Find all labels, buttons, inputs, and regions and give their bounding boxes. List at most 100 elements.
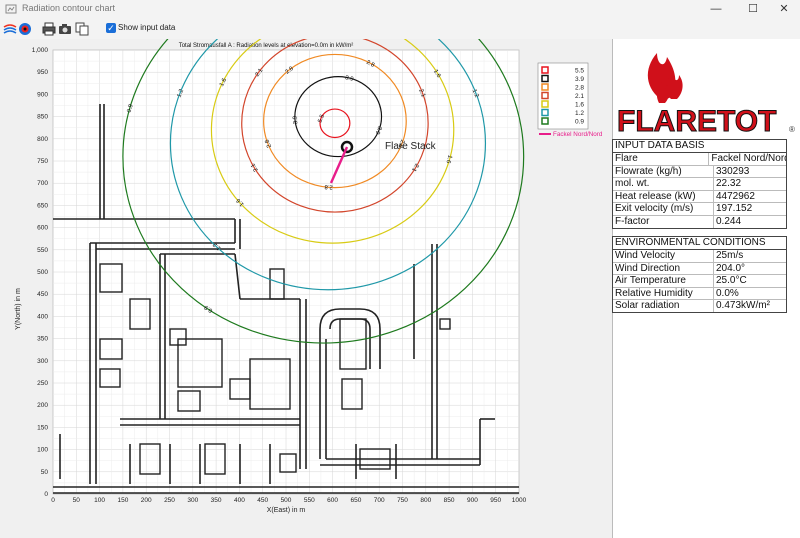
x-tick-label: 550: [304, 497, 315, 504]
window-title: Radiation contour chart: [22, 3, 116, 13]
contour-value-label: 2.1: [417, 88, 426, 99]
legend-swatch: [541, 108, 549, 117]
print-icon[interactable]: [42, 22, 56, 36]
x-tick-label: 850: [444, 497, 455, 504]
contour-value-label: 1.2: [471, 89, 480, 100]
contour-value-label: 2.8: [324, 183, 333, 190]
chart-title: Total Stromausfall A : Radiation levels …: [179, 43, 354, 49]
legend-label: 1.6: [575, 102, 584, 109]
y-tick-label: 250: [37, 380, 48, 387]
input-data-value: Fackel Nord/Nord: [711, 153, 786, 164]
contour-line: [263, 53, 407, 189]
legend-label: 3.9: [575, 76, 584, 83]
legend-label: 1.2: [575, 110, 584, 117]
x-tick-label: 350: [211, 497, 222, 504]
contour-line: [319, 108, 351, 139]
environment-value: 25m/s: [716, 250, 744, 261]
legend-swatch: [541, 91, 549, 100]
input-data-value: 197.152: [716, 203, 753, 215]
contour-value-label: 2.8: [285, 65, 296, 75]
flare-stack-marker: [340, 140, 354, 154]
input-data-key: mol. wt.: [613, 178, 714, 190]
input-data-value: 4472962: [716, 190, 755, 202]
input-data-key: Flare: [613, 153, 710, 165]
maximize-button[interactable]: ☐: [748, 3, 758, 15]
contour-value-label: 3.9: [293, 115, 300, 125]
contour-line: [294, 76, 383, 158]
input-data-row: Exit velocity (m/s)197.152: [613, 203, 786, 216]
y-tick-label: 50: [41, 469, 49, 476]
copy-icon[interactable]: [75, 22, 89, 36]
flaretot-logo: [647, 53, 683, 103]
contour-value-label: 3.9: [344, 75, 354, 83]
radiation-contour-chart[interactable]: Total Stromausfall A : Radiation levels …: [0, 39, 612, 538]
show-input-label[interactable]: Show input data: [118, 23, 176, 32]
x-tick-label: 750: [397, 497, 408, 504]
x-tick-label: 700: [374, 497, 385, 504]
y-tick-label: 800: [37, 136, 48, 143]
contour-value-label: 0.9: [127, 103, 135, 113]
contour-value-label: 1.6: [432, 69, 442, 80]
x-tick-label: 300: [187, 497, 198, 504]
x-tick-label: 100: [94, 497, 105, 504]
y-tick-label: 550: [37, 247, 48, 254]
x-tick-label: 800: [420, 497, 431, 504]
y-tick-label: 500: [37, 269, 48, 276]
contour-value-label: 1.6: [235, 196, 245, 207]
site-map-buildings: [99, 263, 451, 475]
x-tick-label: 150: [117, 497, 128, 504]
contour-value-label: 5.5: [318, 113, 327, 124]
x-tick-label: 0: [51, 497, 55, 504]
legend-swatch: [541, 74, 549, 83]
environment-header: ENVIRONMENTAL CONDITIONS: [613, 237, 786, 250]
legend-label: 2.8: [575, 85, 584, 92]
y-tick-label: 0: [44, 491, 48, 498]
y-tick-label: 750: [37, 158, 48, 165]
show-input-checkbox[interactable]: ✓: [106, 23, 116, 33]
title-bar: Radiation contour chart — ☐ ✕: [0, 0, 800, 19]
contour-value-label: 1.2: [212, 241, 223, 252]
contour-value-label: 3.9: [373, 125, 382, 136]
input-data-key: F-factor: [613, 215, 714, 228]
site-map-lines: [53, 104, 519, 494]
legend-label: 5.5: [575, 68, 584, 75]
y-tick-label: 200: [37, 402, 48, 409]
color-palette-icon[interactable]: [18, 22, 32, 36]
input-data-header: INPUT DATA BASIS: [613, 140, 786, 153]
y-tick-label: 850: [37, 114, 48, 121]
layers-icon[interactable]: [3, 22, 17, 36]
minimize-button[interactable]: —: [710, 3, 722, 15]
y-tick-label: 650: [37, 202, 48, 209]
legend-swatch: [541, 66, 549, 74]
y-axis-ticks: 0501001502002503003504004505005506006507…: [32, 47, 49, 498]
contour-labels: 5.53.93.93.92.82.82.82.82.82.12.12.12.11…: [127, 60, 480, 314]
x-tick-label: 500: [281, 497, 292, 504]
camera-icon[interactable]: [58, 22, 72, 36]
close-button[interactable]: ✕: [779, 3, 789, 15]
environment-key: Wind Velocity: [613, 250, 714, 262]
environment-key: Air Temperature: [613, 275, 714, 287]
logo-text: FLARETOT: [616, 105, 777, 139]
contour-line: [122, 39, 525, 344]
x-tick-label: 950: [490, 497, 501, 504]
contour-value-label: 2.1: [250, 162, 260, 173]
input-data-row: Flowrate (kg/h)330293: [613, 165, 786, 179]
toolbar: ✓ Show input data: [0, 19, 800, 39]
flare-legend-label: Fackel Nord/Nord: [553, 131, 603, 138]
flame-line: [329, 146, 349, 184]
input-data-key: Exit velocity (m/s): [613, 203, 714, 215]
y-axis-label: Y(North) in m: [15, 288, 22, 330]
x-tick-label: 200: [141, 497, 152, 504]
input-data-value: 0.244: [716, 215, 742, 227]
contour-value-label: 0.9: [203, 303, 214, 313]
legend-swatch: [541, 83, 549, 91]
flare-stack-label: Flare Stack: [385, 141, 437, 152]
contour-legend: 5.53.92.82.11.61.20.9: [541, 66, 584, 126]
